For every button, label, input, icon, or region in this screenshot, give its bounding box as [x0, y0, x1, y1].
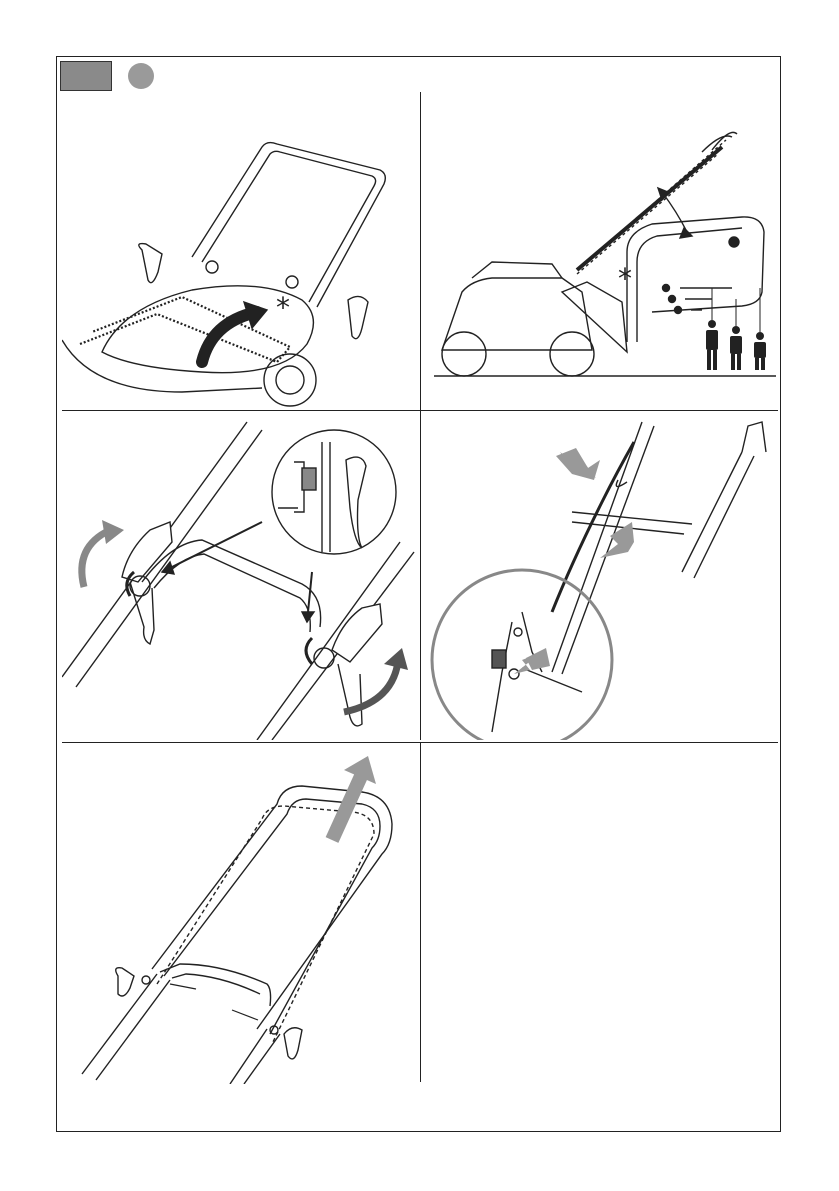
panel-handle-raise: [62, 744, 418, 1084]
panel-handle-height: *: [422, 92, 778, 408]
column-divider-mid: [420, 410, 421, 740]
panel-knob-tightening: [62, 412, 418, 740]
cable-clip-illustration: [422, 412, 778, 740]
language-badge-dot: [128, 63, 154, 89]
handle-raise-illustration: [62, 744, 418, 1084]
column-divider-top: [420, 92, 421, 410]
svg-text:*: *: [276, 291, 290, 324]
panel-cable-clip: [422, 412, 778, 740]
svg-text:*: *: [618, 262, 632, 295]
column-divider-bottom: [420, 742, 421, 1082]
handle-mounting-illustration: *: [62, 92, 418, 408]
panel-handle-mounting: *: [62, 92, 418, 408]
handle-height-adjust-illustration: *: [422, 92, 778, 408]
panel-empty: [422, 744, 778, 1084]
knob-tightening-illustration: [62, 412, 418, 740]
section-marker-box: [60, 61, 112, 91]
